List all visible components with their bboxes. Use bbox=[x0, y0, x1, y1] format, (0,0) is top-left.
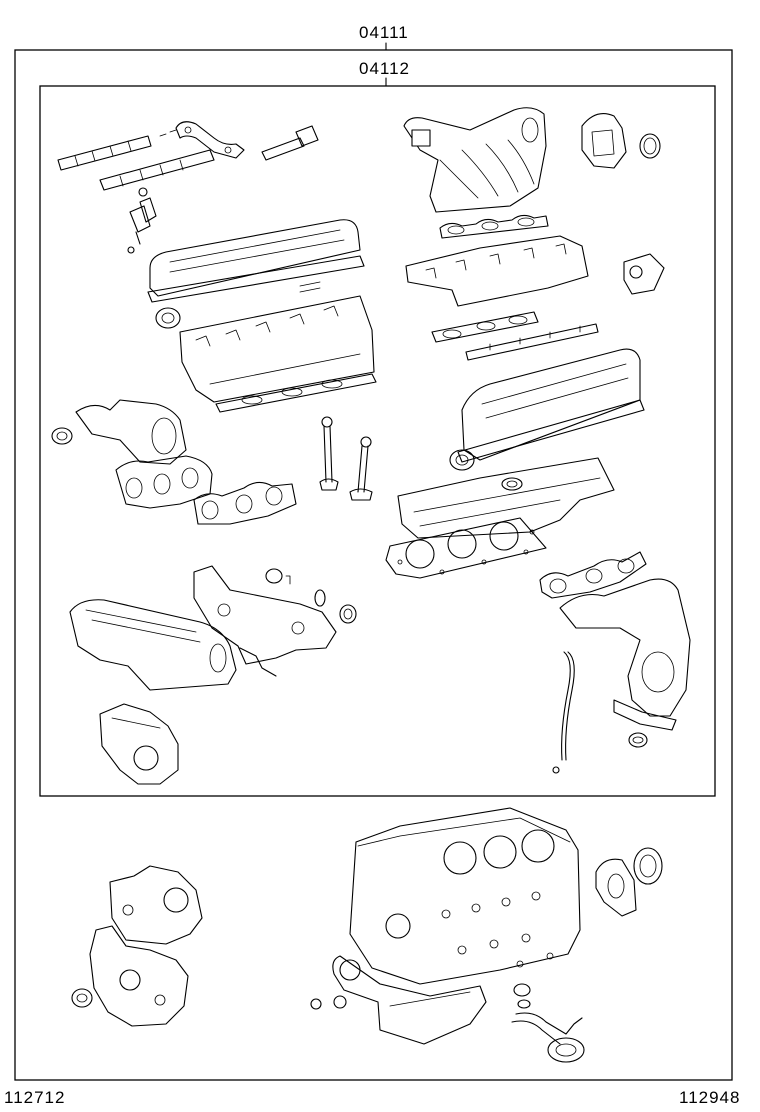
fuel-injector[interactable] bbox=[127, 187, 157, 254]
intake-port-gasket-left[interactable] bbox=[215, 373, 377, 413]
timing-belt-cover-rear[interactable] bbox=[193, 565, 357, 665]
exhaust-manifold-gasket-right[interactable] bbox=[539, 551, 647, 599]
intake-plenum[interactable] bbox=[405, 235, 665, 307]
exhaust-manifold-gasket-left[interactable] bbox=[193, 481, 297, 525]
throttle-body[interactable] bbox=[581, 113, 661, 169]
fuel-rail-assembly[interactable] bbox=[57, 121, 319, 191]
timing-cover-lower[interactable] bbox=[99, 703, 179, 785]
timing-belt-cover-front[interactable] bbox=[69, 599, 277, 691]
outer-kit-bracket bbox=[14, 42, 733, 1081]
oil-strainer-and-drain-plug[interactable] bbox=[310, 983, 585, 1063]
reference-number-right: 112948 bbox=[679, 1088, 741, 1107]
engine-short-block[interactable] bbox=[332, 807, 581, 1045]
inner-kit-bracket bbox=[39, 77, 716, 797]
head-gasket[interactable] bbox=[385, 517, 547, 579]
oil-dipstick-tube[interactable] bbox=[552, 651, 575, 774]
intake-exhaust-valves[interactable] bbox=[319, 416, 373, 501]
reference-number-left: 112712 bbox=[4, 1088, 66, 1107]
intake-manifold-gaskets[interactable] bbox=[439, 214, 549, 239]
kit-number-outer[interactable]: 04111 bbox=[359, 23, 409, 42]
plenum-gaskets[interactable] bbox=[431, 311, 599, 361]
oil-filler-cap-seal[interactable] bbox=[501, 477, 523, 491]
kit-number-inner[interactable]: 04112 bbox=[359, 59, 411, 78]
valve-cover-right[interactable] bbox=[449, 348, 645, 471]
rear-oil-seal-retainer[interactable] bbox=[595, 847, 663, 917]
cylinder-head-right[interactable] bbox=[397, 457, 615, 539]
oil-pump-and-rear-cover[interactable] bbox=[71, 865, 203, 1027]
exhaust-manifold-right[interactable] bbox=[559, 578, 691, 748]
intake-manifold[interactable] bbox=[403, 107, 547, 213]
exhaust-manifold-left[interactable] bbox=[51, 399, 213, 509]
valve-cover-left[interactable] bbox=[147, 219, 365, 329]
cylinder-head-left[interactable] bbox=[179, 295, 375, 403]
